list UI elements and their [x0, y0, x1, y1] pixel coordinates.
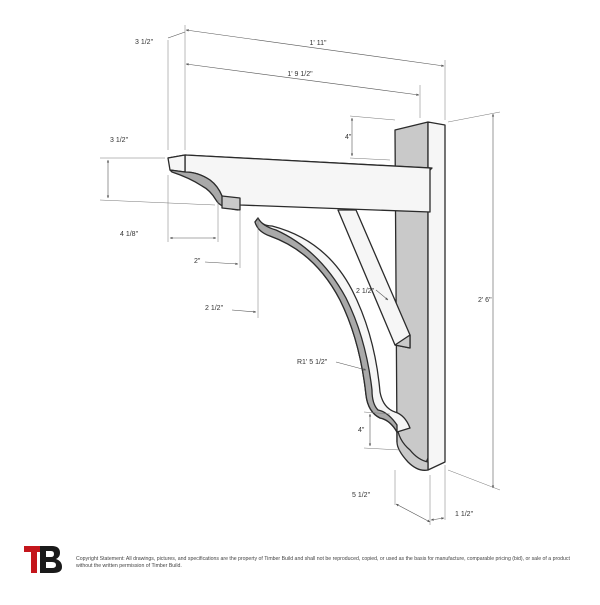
logo-mark: [24, 546, 62, 573]
dim-overall-width: 1' 11": [310, 40, 327, 47]
dim-brace-width: 2 1/2": [356, 288, 375, 295]
bracket-body: [167, 121, 446, 471]
copyright-statement: Copyright Statement: All drawings, pictu…: [76, 556, 570, 569]
dim-brace-start: 2 1/2": [205, 305, 224, 312]
dim-end-cut: 4 1/8": [120, 231, 139, 238]
dim-overall-height: 2' 6": [478, 297, 492, 304]
dim-arm-length: 1' 9 1/2": [287, 71, 313, 78]
dim-arm-thickness-top: 3 1/2": [135, 39, 154, 46]
diagonal-strut-side: [394, 334, 411, 349]
dim-post-top: 4": [345, 134, 352, 141]
arm-spacer-block: [221, 195, 241, 211]
dimension-lines: [99, 25, 501, 525]
dim-gap: 2": [194, 258, 201, 265]
dimension-labels: 1' 11" 1' 9 1/2" 3 1/2" 3 1/2" 4" 2' 6" …: [110, 39, 492, 518]
logo-t-shape: [24, 546, 44, 573]
dim-radius: R1' 5 1/2": [297, 359, 328, 366]
post-front-face: [427, 121, 446, 471]
post-foot: [396, 424, 429, 471]
dim-post-bottom: 4": [358, 427, 365, 434]
dim-arm-height: 3 1/2": [110, 137, 129, 144]
timber-build-logo: [22, 540, 64, 576]
dim-post-width: 1 1/2": [455, 511, 474, 518]
brace-side: [254, 217, 398, 433]
dim-foot-depth: 5 1/2": [352, 492, 371, 499]
logo-b-shape: [40, 546, 62, 573]
